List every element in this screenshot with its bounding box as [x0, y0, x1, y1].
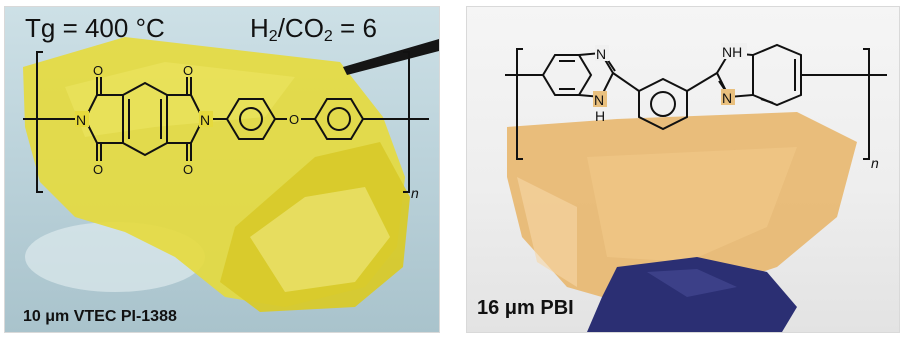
- aromatic-circle: [327, 107, 351, 131]
- pbi-structure: [505, 43, 887, 160]
- atom-h: H: [595, 108, 605, 124]
- atom-o: O: [93, 63, 103, 78]
- aromatic-circle: [650, 91, 676, 117]
- right-bracket: [863, 48, 870, 160]
- polyimide-film-scene: N N O O O O O: [23, 37, 439, 312]
- atom-n-right: N: [200, 112, 210, 128]
- atom-o: O: [93, 162, 103, 177]
- link-bond-left: [612, 72, 640, 92]
- film-sheen: [250, 187, 390, 292]
- film-edge: [517, 177, 577, 287]
- atom-nh: NH: [722, 44, 742, 60]
- pbi-film-scene: N N H NH N: [505, 43, 887, 332]
- film-sheen: [587, 147, 797, 262]
- left-bracket: [516, 48, 523, 160]
- glass-transition-label: Tg = 400 °C: [25, 13, 165, 43]
- left-bracket: [36, 51, 43, 193]
- benzimidazole-benzene-left: [541, 54, 593, 96]
- atom-o: O: [183, 63, 193, 78]
- repeat-unit-n-right: n: [871, 155, 879, 171]
- atom-n: N: [596, 46, 606, 62]
- link-bond-right: [686, 72, 718, 92]
- atom-o-ether: O: [289, 112, 299, 127]
- atom-n: N: [722, 90, 732, 106]
- atom-n-left: N: [76, 112, 86, 128]
- tweezers: [343, 39, 439, 75]
- atom-o: O: [183, 162, 193, 177]
- aromatic-bond: [760, 98, 774, 104]
- pbi-atom-labels: N N H NH N: [593, 43, 747, 124]
- polyimide-film-photo: N N O O O O O n Tg = 400 °C H2/CO2 = 6 1…: [4, 6, 440, 333]
- pbi-film-photo: N N H NH N n 16 μm PBI: [466, 6, 900, 333]
- aromatic-circle: [239, 107, 263, 131]
- atom-n: N: [594, 92, 604, 108]
- left-caption: 10 μm VTEC PI-1388: [23, 308, 177, 325]
- benzimidazole-benzene-right: [752, 43, 802, 107]
- repeat-unit-n-left: n: [411, 185, 419, 201]
- selectivity-label: H2/CO2 = 6: [250, 13, 377, 45]
- right-bracket: [403, 51, 410, 193]
- central-phenylene: [638, 77, 688, 131]
- polyimide-atom-labels: N N O O O O O: [75, 63, 299, 177]
- glove-highlight: [647, 269, 737, 297]
- right-caption: 16 μm PBI: [477, 297, 574, 319]
